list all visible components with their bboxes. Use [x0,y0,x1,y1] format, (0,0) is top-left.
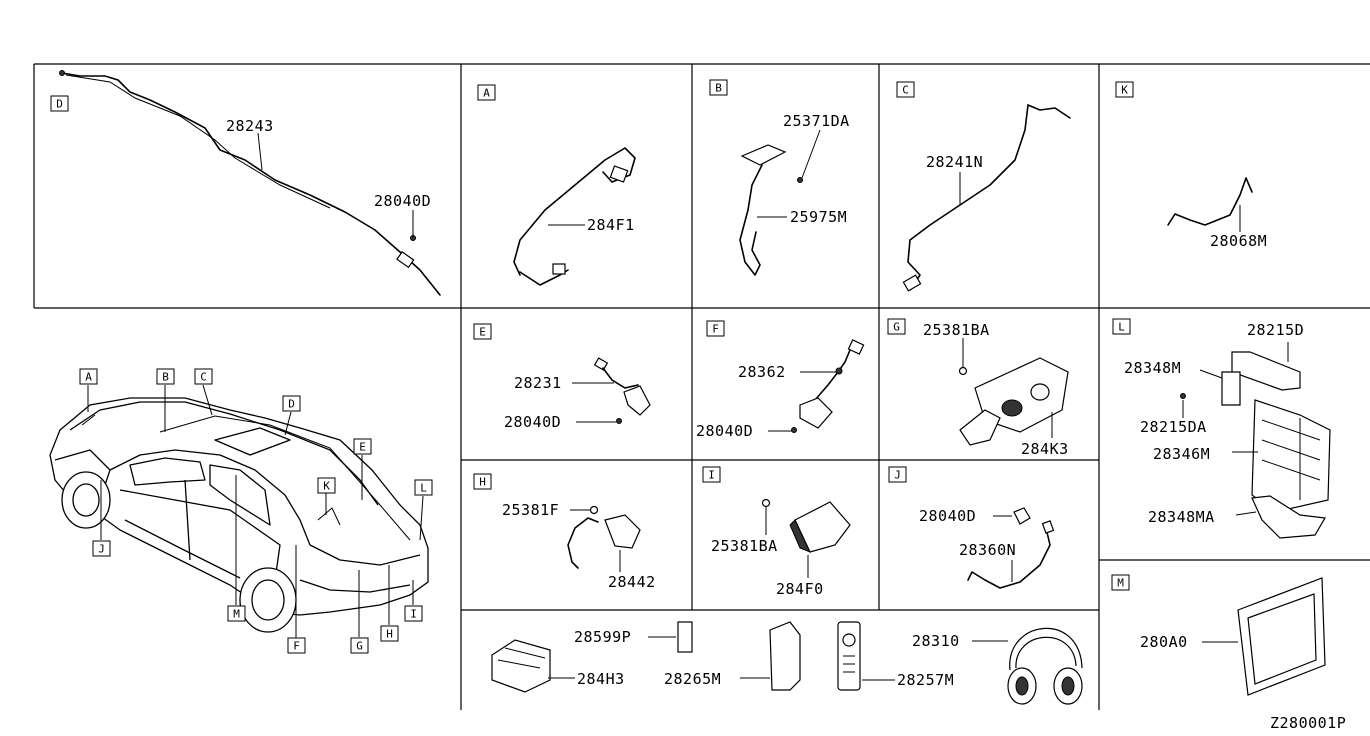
panel-k: K 28068M [1115,81,1267,250]
panel-letter-a: A [483,87,490,100]
part-25381f-label: 25381F [502,501,559,519]
part-28346m-label: 28346M [1153,445,1210,463]
panel-m: M 280A0 [1111,574,1326,696]
panel-letter-b: B [715,82,722,95]
part-28599p-label: 28599P [574,628,631,646]
part-28040d-label: 28040D [374,192,431,210]
car-callout-c: C [200,371,207,384]
part-284f0-label: 284F0 [776,580,824,598]
car-callout-b: B [162,371,169,384]
panel-letter-g: G [893,321,900,334]
car-callout-a: A [85,371,92,384]
panel-j: J 28040D 28360N [888,466,1055,589]
part-25975m-label: 25975M [790,208,847,226]
part-28310-label: 28310 [912,632,960,650]
panel-f: F 28362 28040D [696,320,865,440]
part-28215d-label: 28215D [1247,321,1304,339]
part-28348m-label: 28348M [1124,359,1181,377]
part-25381ba-g-label: 25381BA [923,321,990,339]
panel-a: A 284F1 [477,84,636,286]
car-callout-g: G [356,640,363,653]
part-28243-label: 28243 [226,117,274,135]
part-25371da-label: 25371DA [783,112,850,130]
part-28265m-label: 28265M [664,670,721,688]
panel-misc: 284H3 28599P 28265M 28257M 28310 [491,621,1083,705]
part-28040d-f-label: 28040D [696,422,753,440]
part-28442-label: 28442 [608,573,656,591]
panel-c: C 28241N [896,81,1071,292]
panel-letter-l: L [1118,321,1125,334]
panel-g: G 25381BA 284K3 [887,318,1069,458]
car-callout-l: L [420,482,427,495]
part-28231-label: 28231 [514,374,562,392]
part-28360n-label: 28360N [959,541,1016,559]
car-callout-h: H [386,628,393,641]
panel-grid [33,63,1370,710]
part-28348ma-label: 28348MA [1148,508,1215,526]
car-callout-e: E [359,441,366,454]
panel-letter-c: C [902,84,909,97]
part-28362-label: 28362 [738,363,786,381]
car-callout-d: D [288,398,295,411]
part-28257m-label: 28257M [897,671,954,689]
panel-letter-j: J [894,469,901,482]
part-284f1-label: 284F1 [587,216,635,234]
part-28068m-label: 28068M [1210,232,1267,250]
panel-letter-h: H [479,476,486,489]
part-28040d-j-label: 28040D [919,507,976,525]
panel-letter-f: F [712,323,719,336]
car-callout-j: J [98,543,105,556]
panel-letter-m: M [1117,577,1124,590]
panel-l: L 28215D 28348M 28215DA 28346M 28348MA [1112,318,1331,539]
panel-h: H 25381F 28442 [473,473,656,591]
part-28241n-label: 28241N [926,153,983,171]
panel-e: E 28231 28040D [473,323,651,431]
panel-i: I 25381BA 284F0 [702,466,851,598]
part-284h3-label: 284H3 [577,670,625,688]
car-callout-k: K [323,480,330,493]
part-25381ba-i-label: 25381BA [711,537,778,555]
part-284k3-label: 284K3 [1021,440,1069,458]
car-callout-i: I [410,608,417,621]
panel-letter-e: E [479,326,486,339]
car-callout-m: M [233,608,240,621]
part-28215da-label: 28215DA [1140,418,1207,436]
part-280a0-label: 280A0 [1140,633,1188,651]
panel-letter-k: K [1121,84,1128,97]
car-callout-f: F [293,640,300,653]
panel-letter-i: I [708,469,715,482]
panel-b: B 25371DA 25975M [709,79,850,276]
panel-letter-d: D [56,98,63,111]
car-overview: A B C D E J K L M F G H I [49,368,433,654]
part-28040d-e-label: 28040D [504,413,561,431]
panel-d: D 28243 28040D [50,70,441,296]
diagram-code: Z280001P [1270,714,1346,732]
